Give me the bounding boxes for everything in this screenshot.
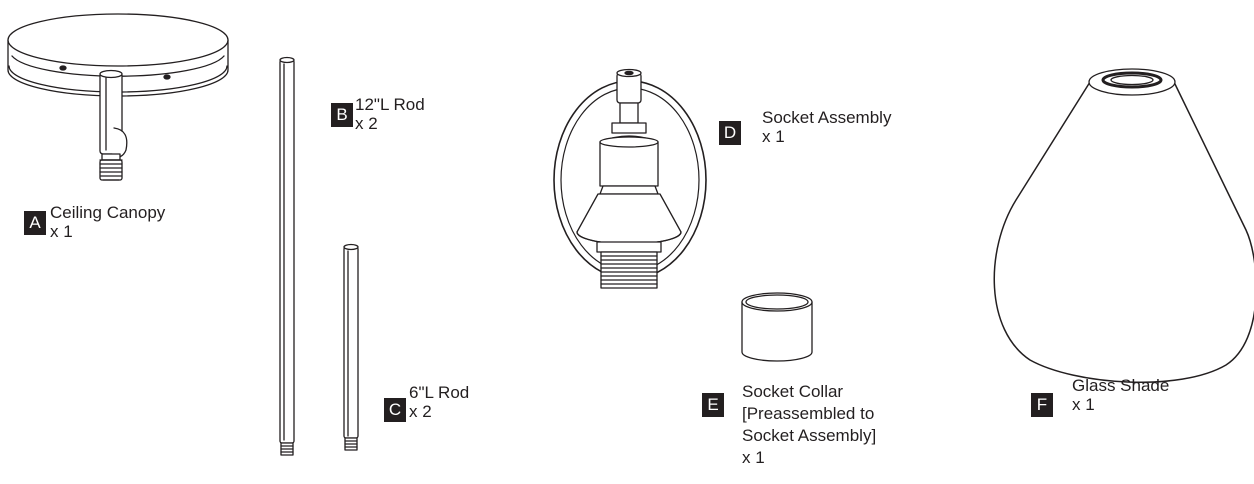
part-e-name-line-2: [Preassembled to (742, 404, 875, 423)
badge-d: D (719, 121, 741, 145)
label-socket-collar: Socket Collar [Preassembled to Socket As… (742, 381, 876, 469)
ceiling-canopy-drawing (7, 13, 229, 181)
badge-c: C (384, 398, 406, 422)
part-c-name: 6"L Rod (409, 383, 470, 402)
badge-e: E (702, 393, 724, 417)
part-d-qty: x 1 (762, 127, 785, 146)
part-a-qty: x 1 (50, 222, 73, 241)
part-e-name-line-3: Socket Assembly] (742, 426, 877, 445)
label-rod-6: 6"L Rod x 2 (409, 383, 469, 421)
part-f-qty: x 1 (1072, 395, 1095, 414)
label-rod-12: 12"L Rod x 2 (355, 95, 425, 133)
part-e-qty: x 1 (742, 448, 765, 467)
socket-assembly-drawing (553, 68, 707, 289)
part-f-name: Glass Shade (1072, 376, 1170, 395)
rod-12-inch-drawing (279, 56, 295, 456)
part-b-qty: x 2 (355, 114, 378, 133)
label-socket-assembly: Socket Assembly x 1 (762, 108, 891, 146)
badge-b: B (331, 103, 353, 127)
part-c-qty: x 2 (409, 402, 432, 421)
socket-collar-drawing (741, 292, 813, 362)
part-a-name: Ceiling Canopy (50, 203, 166, 222)
rod-6-inch-drawing (343, 243, 359, 451)
part-d-name: Socket Assembly (762, 108, 892, 127)
badge-a: A (24, 211, 46, 235)
label-glass-shade: Glass Shade x 1 (1072, 376, 1169, 414)
part-e-name-line-1: Socket Collar (742, 382, 844, 401)
part-b-name: 12"L Rod (355, 95, 425, 114)
badge-f: F (1031, 393, 1053, 417)
label-ceiling-canopy: Ceiling Canopy x 1 (50, 203, 165, 241)
glass-shade-drawing (993, 68, 1254, 383)
